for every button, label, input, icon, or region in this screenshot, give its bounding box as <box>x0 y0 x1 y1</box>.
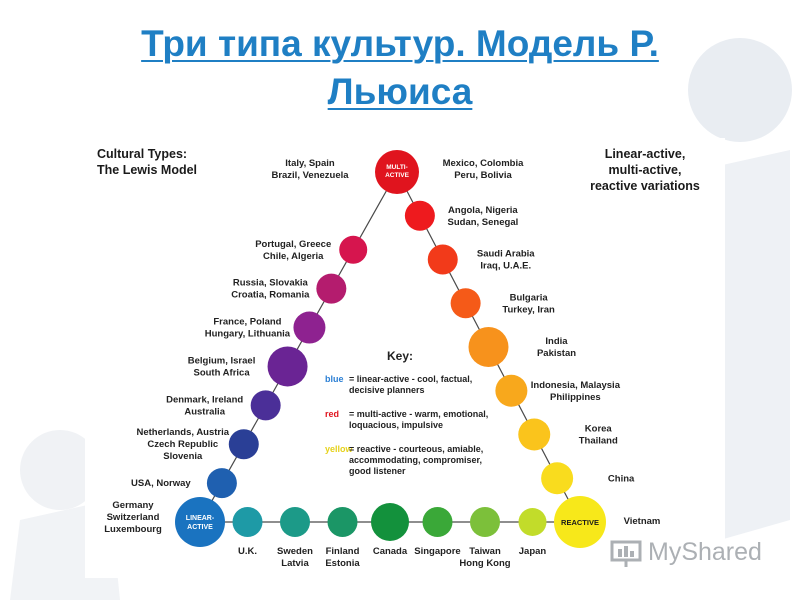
lewis-model-figure: Cultural Types:The Lewis Model Linear-act… <box>85 138 725 578</box>
slide-title-line-2: Льюиса <box>327 71 473 112</box>
label-right-8: Vietnam <box>624 516 661 527</box>
node-left-1 <box>339 235 368 264</box>
label-bottom-6: Japan <box>519 546 547 557</box>
node-right-2 <box>427 244 458 275</box>
corner-multi-active-label: MULTI-ACTIVE <box>385 164 410 179</box>
node-right-5 <box>495 374 528 407</box>
node-right-7 <box>541 462 574 495</box>
label-right-7: China <box>608 473 635 484</box>
node-bottom-5 <box>470 507 500 537</box>
corner-reactive-label: REACTIVE <box>561 518 599 527</box>
label-bottom-3: Canada <box>373 546 408 557</box>
diagram-subheading: Linear-active,multi-active,reactive vari… <box>590 147 700 193</box>
node-bottom-3 <box>371 503 409 541</box>
corner-multi-active <box>375 150 419 194</box>
label-left-7: USA, Norway <box>131 478 191 489</box>
node-bottom-1 <box>280 507 310 537</box>
key-title: Key: <box>387 349 413 363</box>
key-word-yellow: yellow <box>325 444 354 454</box>
key-desc-red: = multi-active - warm, emotional,loquaci… <box>349 409 488 430</box>
node-left-3 <box>293 311 326 344</box>
key-desc-yellow: = reactive - courteous, amiable,accommod… <box>349 444 483 476</box>
key-word-blue: blue <box>325 374 344 384</box>
key-word-red: red <box>325 409 339 419</box>
node-bottom-2 <box>327 507 358 537</box>
slide-title-line-1: Три типа культур. Модель Р. <box>141 23 659 64</box>
presentation-logo-icon <box>610 540 642 567</box>
node-right-3 <box>450 288 481 319</box>
node-left-6 <box>228 429 259 460</box>
node-left-4 <box>267 346 308 387</box>
myshared-watermark: MyShared <box>610 536 780 572</box>
watermark-text: MyShared <box>648 538 762 566</box>
node-right-4 <box>468 327 509 367</box>
label-bottom-4: Singapore <box>414 546 460 557</box>
node-right-1 <box>404 200 435 231</box>
corner-linear-active-label: LINEAR-ACTIVE <box>186 515 215 531</box>
node-bottom-4 <box>422 507 453 537</box>
node-left-7 <box>206 468 237 499</box>
key-desc-blue: = linear-active - cool, factual,decisive… <box>349 374 472 395</box>
node-right-6 <box>518 418 551 451</box>
corner-reactive <box>554 496 606 548</box>
corner-linear-active <box>175 497 225 547</box>
label-bottom-0: U.K. <box>238 546 257 557</box>
node-left-5 <box>250 390 281 421</box>
lewis-model-diagram: Cultural Types:The Lewis Model Linear-act… <box>97 147 700 569</box>
slide-title: Три типа культур. Модель Р. Льюиса <box>0 20 800 116</box>
node-bottom-6 <box>518 508 547 536</box>
node-bottom-0 <box>232 507 263 537</box>
node-left-2 <box>316 273 347 304</box>
diagram-heading: Cultural Types:The Lewis Model <box>97 147 197 177</box>
